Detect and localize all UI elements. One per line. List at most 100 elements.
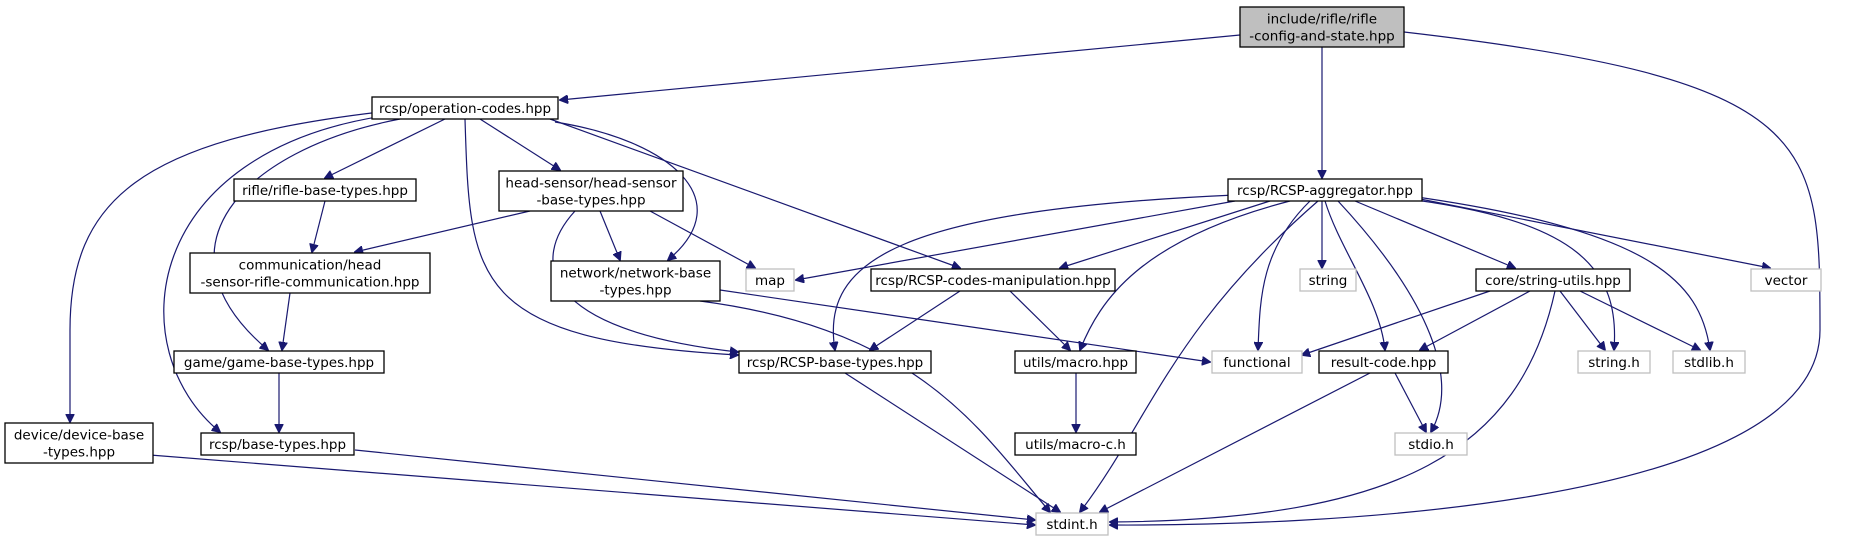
node-box	[738, 350, 932, 374]
edge-strutils-to-resultcode	[1420, 290, 1531, 350]
node-box	[173, 350, 385, 374]
edge-root-to-opcodes	[560, 34, 1241, 100]
node-box	[498, 170, 684, 212]
node-codesmanip[interactable]: rcsp/RCSP-codes-manipulation.hpp	[870, 268, 1116, 292]
node-box	[870, 268, 1116, 292]
node-box	[200, 432, 355, 456]
node-resultcode[interactable]: result-code.hpp	[1318, 350, 1449, 374]
edge-aggregator-to-stdinth	[1080, 200, 1319, 512]
node-comm[interactable]: communication/head-sensor-rifle-communic…	[189, 252, 431, 294]
node-stdinth: stdint.h	[1035, 512, 1109, 536]
node-opcodes[interactable]: rcsp/operation-codes.hpp	[371, 96, 559, 120]
edge-aggregator-to-strutils	[1354, 200, 1515, 268]
node-box	[371, 96, 559, 120]
node-label: utils/macro.hpp	[1023, 355, 1128, 371]
edge-strutils-to-stringh	[1559, 290, 1605, 350]
node-network[interactable]: network/network-base-types.hpp	[550, 260, 721, 302]
edge-rcspbase-to-stdinth	[844, 372, 1060, 512]
edge-aggregator-to-stringh	[1399, 197, 1615, 350]
edge-resultcode-to-stdioh	[1394, 372, 1426, 432]
node-label: vector	[1765, 273, 1808, 289]
node-root[interactable]: include/rifle/rifle-config-and-state.hpp	[1239, 6, 1405, 48]
node-box	[1475, 268, 1631, 292]
node-box	[1750, 268, 1822, 292]
node-label: game/game-base-types.hpp	[184, 355, 374, 371]
edge-riflebase-to-comm	[312, 200, 326, 252]
node-label: stdint.h	[1046, 517, 1097, 533]
edge-aggregator-to-rcspbase	[833, 194, 1236, 350]
node-stringh: string.h	[1577, 350, 1651, 374]
node-box	[4, 422, 154, 464]
edge-aggregator-to-stdlibh	[1409, 195, 1710, 350]
edge-layer	[70, 31, 1821, 525]
edge-strutils-to-functional	[1302, 290, 1491, 355]
edge-headsensor-to-comm	[355, 210, 531, 252]
node-label: result-code.hpp	[1331, 355, 1437, 371]
node-label: core/string-utils.hpp	[1485, 273, 1621, 289]
node-label: utils/macro-c.h	[1025, 437, 1126, 453]
node-box	[1014, 350, 1137, 374]
edge-aggregator-to-map	[796, 200, 1236, 280]
node-string: string	[1299, 268, 1357, 292]
edge-opcodes-to-riflebase	[325, 118, 446, 178]
edge-root-to-stdinth	[1110, 31, 1821, 525]
node-stdlibh: stdlib.h	[1672, 350, 1746, 374]
edge-opcodes-to-codesmanip	[549, 118, 960, 268]
node-basetypes[interactable]: rcsp/base-types.hpp	[200, 432, 355, 456]
node-gamebase[interactable]: game/game-base-types.hpp	[173, 350, 385, 374]
node-label: -types.hpp	[599, 283, 671, 299]
edge-headsensor-to-network	[599, 210, 620, 260]
edge-aggregator-to-codesmanip	[1060, 200, 1271, 268]
edge-comm-to-gamebase	[282, 292, 291, 350]
node-macroc[interactable]: utils/macro-c.h	[1014, 432, 1137, 456]
node-rcspbase[interactable]: rcsp/RCSP-base-types.hpp	[738, 350, 932, 374]
edge-opcodes-to-devicebase	[70, 111, 381, 422]
node-label: string.h	[1588, 355, 1640, 371]
edge-opcodes-to-basetypes	[163, 114, 391, 432]
edge-opcodes-to-headsensor	[479, 118, 560, 170]
node-aggregator[interactable]: rcsp/RCSP-aggregator.hpp	[1227, 178, 1423, 202]
node-macro[interactable]: utils/macro.hpp	[1014, 350, 1137, 374]
node-box	[1577, 350, 1651, 374]
node-label: -base-types.hpp	[536, 193, 645, 209]
node-box	[1227, 178, 1423, 202]
edge-opcodes-to-gamebase	[213, 118, 401, 350]
node-label: stdio.h	[1408, 437, 1454, 453]
node-label: communication/head	[239, 258, 382, 274]
node-label: rcsp/base-types.hpp	[209, 437, 346, 453]
node-map: map	[745, 268, 795, 292]
edge-aggregator-to-vector	[1414, 197, 1770, 268]
edge-basetypes-to-stdinth	[354, 449, 1035, 520]
node-box	[1035, 512, 1109, 536]
node-devicebase[interactable]: device/device-base-types.hpp	[4, 422, 154, 464]
edge-opcodes-to-rcspbase	[464, 118, 738, 355]
node-box	[1014, 432, 1137, 456]
edge-strutils-to-stdinth	[1110, 290, 1556, 522]
node-label: map	[755, 273, 785, 289]
node-label: rcsp/RCSP-base-types.hpp	[747, 355, 923, 371]
node-layer: include/rifle/rifle-config-and-state.hpp…	[4, 6, 1822, 536]
node-box	[1318, 350, 1449, 374]
node-box	[745, 268, 795, 292]
node-functional: functional	[1211, 350, 1303, 374]
node-label: device/device-base	[14, 428, 144, 444]
edge-network-to-stdinth	[699, 300, 1050, 512]
node-box	[550, 260, 721, 302]
node-strutils[interactable]: core/string-utils.hpp	[1475, 268, 1631, 292]
node-label: rcsp/RCSP-aggregator.hpp	[1237, 183, 1413, 199]
node-label: -config-and-state.hpp	[1249, 29, 1395, 45]
node-label: -types.hpp	[43, 445, 115, 461]
node-label: stdlib.h	[1684, 355, 1734, 371]
edge-resultcode-to-stdinth	[1100, 372, 1371, 512]
edge-aggregator-to-resultcode	[1324, 200, 1385, 350]
node-headsensor[interactable]: head-sensor/head-sensor-base-types.hpp	[498, 170, 684, 212]
node-label: -sensor-rifle-communication.hpp	[201, 275, 420, 291]
node-stdioh: stdio.h	[1394, 432, 1468, 456]
node-box	[1299, 268, 1357, 292]
edge-codesmanip-to-rcspbase	[870, 290, 961, 350]
edge-codesmanip-to-macro	[1009, 290, 1070, 350]
node-riflebase[interactable]: rifle/rifle-base-types.hpp	[233, 178, 417, 202]
node-vector: vector	[1750, 268, 1822, 292]
edge-headsensor-to-map	[649, 210, 755, 268]
